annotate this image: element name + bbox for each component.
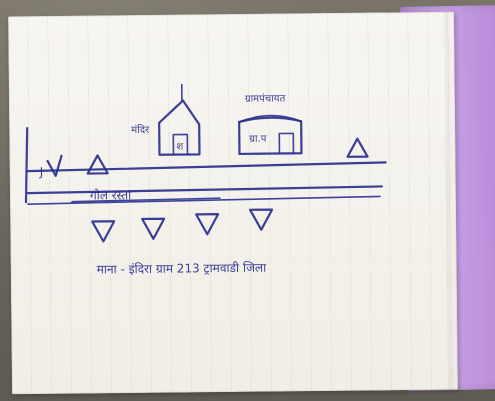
road-label-underline <box>71 197 221 203</box>
building-1-door-mark: श <box>176 142 183 153</box>
building-1-label: मंदिर <box>131 124 150 136</box>
road-line-1 <box>26 185 383 195</box>
left-boundary-line <box>24 127 29 204</box>
building-2-label: ग्रामपंचायत <box>245 92 286 104</box>
map-left-marker-text: J <box>39 165 44 179</box>
notebook-page: J मंदिर श ग्रामपंचायत ग्रा.प गोल रस्ता <box>8 11 458 395</box>
down-triangle-3-icon <box>195 213 220 236</box>
triangle-right-icon <box>346 137 369 158</box>
building-2-marks: ग्रा.प <box>249 134 267 145</box>
down-triangle-4-icon <box>248 208 274 231</box>
building-2-roofline <box>238 114 302 123</box>
down-triangle-2-icon <box>141 217 166 240</box>
building-2-door <box>278 132 295 155</box>
left-marker-icon <box>46 154 63 177</box>
triangle-left-icon <box>86 154 109 175</box>
building-1-outline <box>158 99 201 156</box>
top-line <box>26 161 387 173</box>
road-label: गोल रस्ता <box>90 188 132 202</box>
building-1-door <box>172 133 189 156</box>
bottom-caption: माना - इंदिरा ग्राम 213 ट्रामवाडी जिला <box>97 261 268 277</box>
hand-drawn-map: J मंदिर श ग्रामपंचायत ग्रा.प गोल रस्ता <box>24 83 387 277</box>
down-triangle-1-icon <box>91 220 116 243</box>
road-line-2 <box>27 195 381 205</box>
